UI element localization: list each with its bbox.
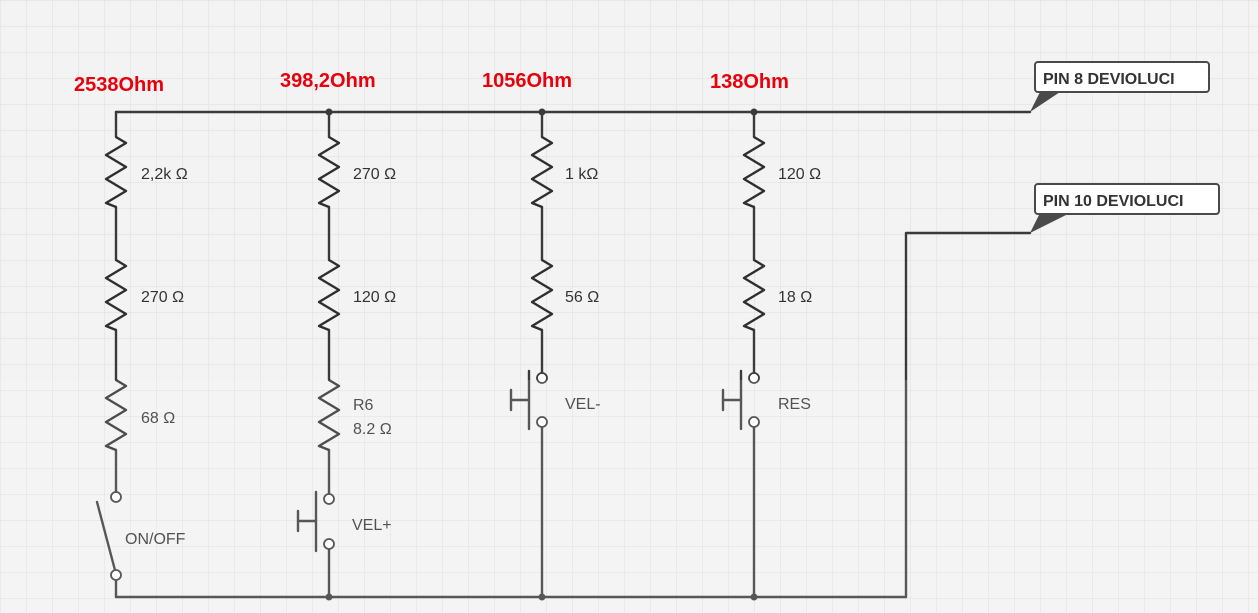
switch-label: ON/OFF: [125, 531, 186, 548]
vel-minus-pushbutton: [509, 369, 548, 431]
resistor-label: 270 Ω: [141, 289, 184, 306]
resistor-label: 1 kΩ: [565, 166, 598, 183]
wires: [114, 110, 1032, 599]
resistor-symbol: [104, 378, 128, 452]
pin10-wire: [904, 231, 1032, 599]
resistor-symbol: [317, 378, 341, 452]
resistor-label: 18 Ω: [778, 289, 812, 306]
bottom-fade: [0, 380, 1258, 613]
resistors: [104, 135, 766, 452]
pin8-tag: PIN 8 DEVIOLUCI: [1030, 61, 1210, 112]
vel-plus-pushbutton: [296, 490, 335, 553]
junction-node: [538, 108, 546, 116]
resistor-symbol: [742, 258, 766, 332]
junction-node: [325, 108, 333, 116]
junction-node: [325, 593, 333, 601]
resistor-symbol: [104, 135, 128, 209]
resistor-label: 270 Ω: [353, 166, 396, 183]
total-resistance-label: 398,2Ohm: [280, 70, 376, 92]
resistor-symbol: [104, 258, 128, 332]
total-resistance-label: 2538Ohm: [74, 74, 164, 96]
resistor-symbol: [317, 135, 341, 209]
resistor-label: 120 Ω: [778, 166, 821, 183]
junction-node: [750, 108, 758, 116]
pin10-label: PIN 10 DEVIOLUCI: [1043, 193, 1183, 210]
junction-node: [750, 593, 758, 601]
junctions: [325, 108, 758, 601]
component-labels: 2,2k Ω 270 Ω 68 Ω ON/OFF 270 Ω 120 Ω R6 …: [125, 166, 821, 548]
pin8-label: PIN 8 DEVIOLUCI: [1043, 71, 1175, 88]
resistor-label: 56 Ω: [565, 289, 599, 306]
junction-node: [538, 593, 546, 601]
switch-label: VEL+: [352, 517, 392, 534]
resistor-label: 120 Ω: [353, 289, 396, 306]
resistor-label: 2,2k Ω: [141, 166, 188, 183]
switch-label: VEL-: [565, 396, 601, 413]
resistor-symbol: [742, 135, 766, 209]
resistor-name: R6: [353, 397, 374, 414]
on-off-switch: [95, 491, 122, 581]
pin10-tag: PIN 10 DEVIOLUCI: [1030, 183, 1220, 233]
total-annotations: 2538Ohm 398,2Ohm 1056Ohm 138Ohm: [74, 70, 789, 96]
total-resistance-label: 1056Ohm: [482, 70, 572, 92]
switch-label: RES: [778, 396, 811, 413]
total-resistance-label: 138Ohm: [710, 71, 789, 93]
resistor-symbol: [530, 258, 554, 332]
resistor-label: 8.2 Ω: [353, 421, 392, 438]
res-pushbutton: [721, 369, 760, 431]
resistor-label: 68 Ω: [141, 410, 175, 427]
resistor-symbol: [530, 135, 554, 209]
resistor-symbol: [317, 258, 341, 332]
